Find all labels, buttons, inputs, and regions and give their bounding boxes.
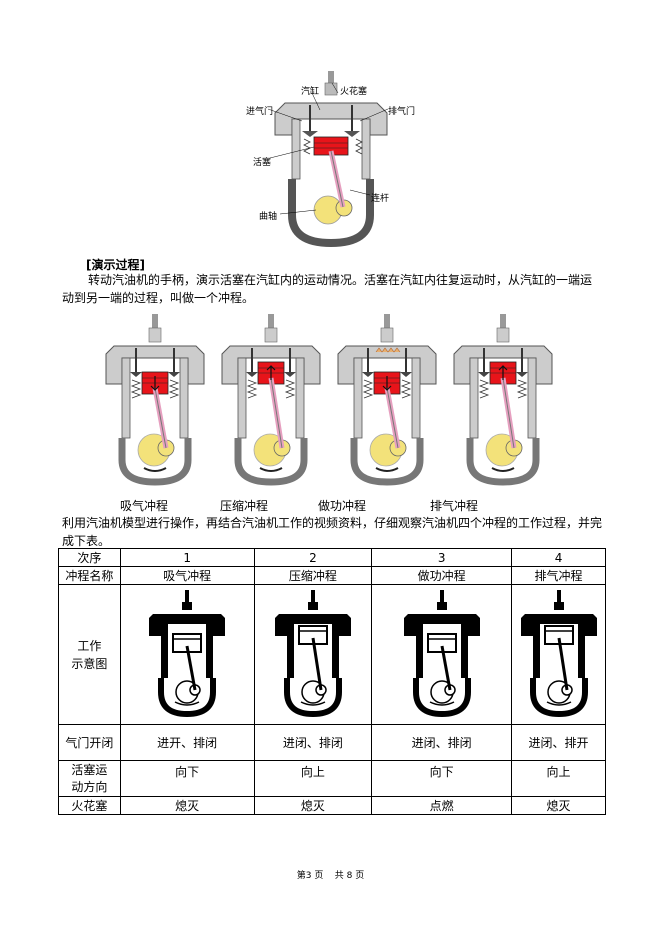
row-order: 次序 1 2 3 4 [58, 548, 606, 567]
cell-spark-1: 熄灭 [119, 796, 255, 815]
cell-valves-4: 进闭、排开 [511, 724, 606, 761]
cell-order-label: 次序 [58, 548, 121, 567]
cell-spark-3: 点燃 [371, 796, 513, 815]
cell-spark-2: 熄灭 [253, 796, 373, 815]
footer-total-prefix: 共 [334, 871, 344, 881]
cell-stroke-name-3: 做功冲程 [371, 566, 513, 585]
cell-order-4: 4 [511, 548, 606, 567]
cell-valves-2: 进闭、排闭 [253, 724, 373, 761]
stroke-diagram-power [337, 314, 437, 486]
cell-diagram-2 [253, 584, 373, 725]
row-piston-direction: 活塞运 动方向 向下 向上 向下 向上 [58, 760, 606, 797]
cell-diagram-3 [371, 584, 513, 725]
bw-diagram-intake [149, 590, 226, 718]
stroke-diagram-compression [221, 314, 321, 486]
cell-spark-4: 熄灭 [511, 796, 606, 815]
row-valves: 气门开闭 进开、排闭 进闭、排闭 进闭、排闭 进闭、排开 [58, 724, 606, 761]
cell-stroke-name-label: 冲程名称 [58, 566, 121, 585]
cell-stroke-name-1: 吸气冲程 [119, 566, 255, 585]
stroke-diagram-exhaust [453, 314, 553, 486]
cell-valves-label: 气门开闭 [58, 724, 121, 761]
footer-page-mid: 页 [314, 871, 324, 881]
row-spark: 火花塞 熄灭 熄灭 点燃 熄灭 [58, 796, 606, 815]
label-connecting-rod: 连杆 [371, 194, 390, 204]
cell-order-2: 2 [253, 548, 373, 567]
paragraph-stroke-definition: 转动汽油机的手柄，演示活塞在汽缸内的运动情况。活塞在汽缸内往复运动时，从汽缸的一… [62, 273, 593, 305]
label-crankshaft: 曲轴 [259, 212, 278, 222]
cell-piston-dir-1: 向下 [119, 760, 255, 797]
stroke-label-power: 做功冲程 [318, 499, 367, 513]
labeled-engine-diagram [240, 65, 410, 250]
label-cylinder: 汽缸 [301, 87, 320, 97]
label-intake-valve: 进气门 [246, 107, 274, 117]
label-exhaust-valve: 排气门 [388, 107, 416, 117]
cell-stroke-name-4: 排气冲程 [511, 566, 606, 585]
row-stroke-name: 冲程名称 吸气冲程 压缩冲程 做功冲程 排气冲程 [58, 566, 606, 585]
stroke-label-intake: 吸气冲程 [120, 499, 169, 513]
cell-diagram-4 [511, 584, 606, 725]
cell-diagram-1 [119, 584, 255, 725]
section-title: [演示过程] [86, 258, 145, 272]
footer-page-num: 3 [305, 871, 312, 881]
cell-piston-dir-label: 活塞运 动方向 [58, 760, 121, 797]
four-stroke-diagrams [104, 310, 564, 490]
cell-order-3: 3 [371, 548, 513, 567]
cell-piston-dir-4: 向上 [511, 760, 606, 797]
bw-diagram-exhaust [520, 590, 597, 718]
stroke-label-compression: 压缩冲程 [220, 499, 269, 513]
footer-total-suffix: 页 [355, 871, 365, 881]
stroke-table: 次序 1 2 3 4 冲程名称 吸气冲程 压缩冲程 做功冲程 排气冲程 工作 示… [58, 548, 606, 815]
label-spark-plug: 火花塞 [340, 87, 368, 97]
footer-page-prefix: 第 [296, 871, 306, 881]
cell-valves-3: 进闭、排闭 [371, 724, 513, 761]
stroke-diagram-intake [105, 314, 205, 486]
cell-spark-label: 火花塞 [58, 796, 121, 815]
cell-valves-1: 进开、排闭 [119, 724, 255, 761]
four-stroke-svg [105, 314, 553, 486]
cell-order-1: 1 [119, 548, 255, 567]
paragraph-instructions: 利用汽油机模型进行操作，再结合汽油机工作的视频资料，仔细观察汽油机四个冲程的工作… [62, 516, 603, 548]
bw-diagram-compression [274, 590, 351, 718]
cell-piston-dir-3: 向下 [371, 760, 513, 797]
bw-diagram-power [403, 590, 480, 718]
page-footer: 第3 页 共 8 页 [0, 868, 661, 881]
footer-total-num: 8 [346, 871, 353, 881]
cell-diagram-label: 工作 示意图 [58, 584, 121, 725]
cell-piston-dir-2: 向上 [253, 760, 373, 797]
engine-cross-section-image [267, 71, 389, 248]
cell-stroke-name-2: 压缩冲程 [253, 566, 373, 585]
label-piston: 活塞 [253, 158, 272, 168]
stroke-label-exhaust: 排气冲程 [430, 499, 479, 513]
row-diagram: 工作 示意图 [58, 584, 606, 725]
